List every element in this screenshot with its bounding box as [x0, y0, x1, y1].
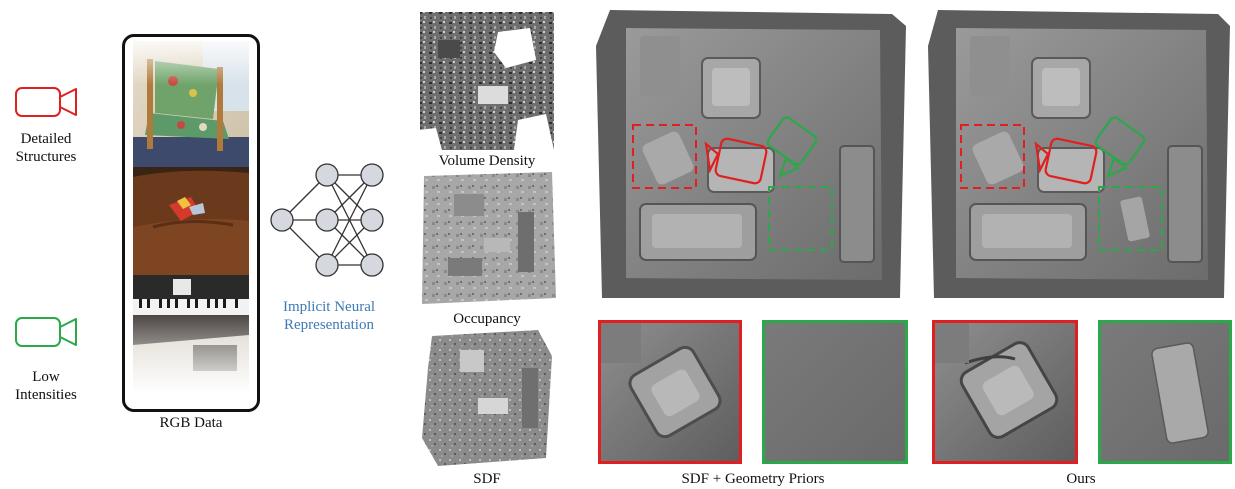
detailed-camera-icon: [14, 84, 80, 120]
hidden-node: [315, 208, 339, 232]
ours-caption: Ours: [1066, 471, 1096, 487]
low-intensities-label: Low Intensities: [15, 369, 77, 403]
low-intensity-highlight-box: [1098, 186, 1163, 251]
red-camera-frustum: [1034, 137, 1098, 185]
rgb-data-frame: [122, 34, 260, 412]
volume-density-render: [418, 10, 556, 152]
red-camera-frustum: [704, 137, 768, 185]
rgb-sofa-image: [133, 167, 249, 275]
detailed-structure-highlight-box: [960, 124, 1025, 189]
ours-scene-render: [928, 6, 1232, 302]
ours-detailed-zoom: [932, 320, 1078, 464]
volume-density-caption: Volume Density: [438, 153, 536, 169]
output-node: [360, 163, 384, 187]
rgb-piano-image: [133, 275, 249, 401]
low-intensity-highlight-box: [768, 186, 833, 251]
hidden-node: [315, 253, 339, 277]
input-node: [270, 208, 294, 232]
output-node: [360, 253, 384, 277]
detailed-structure-highlight-box: [632, 124, 697, 189]
rgb-data-caption: RGB Data: [159, 415, 223, 431]
hidden-node: [315, 163, 339, 187]
sdf-render: [418, 328, 556, 468]
green-camera-frustum: [1094, 116, 1146, 179]
occupancy-caption: Occupancy: [453, 311, 521, 327]
baseline-low-intensity-zoom: [762, 320, 908, 464]
detailed-structures-label: Detailed Structures: [15, 131, 77, 165]
green-camera-frustum: [766, 116, 818, 179]
baseline-scene-render: [596, 6, 908, 302]
low-intensity-camera-icon: [14, 314, 80, 350]
neural-network-diagram: [264, 158, 388, 282]
baseline-detailed-zoom: [598, 320, 742, 464]
occupancy-render: [418, 172, 556, 306]
sdf-geometry-priors-caption: SDF + Geometry Priors: [681, 471, 825, 487]
output-node: [360, 208, 384, 232]
rgb-chair-image: [133, 41, 249, 167]
ours-low-intensity-zoom: [1098, 320, 1232, 464]
implicit-neural-representation-caption: Implicit Neural Representation: [282, 299, 376, 333]
sdf-caption: SDF: [473, 471, 501, 487]
